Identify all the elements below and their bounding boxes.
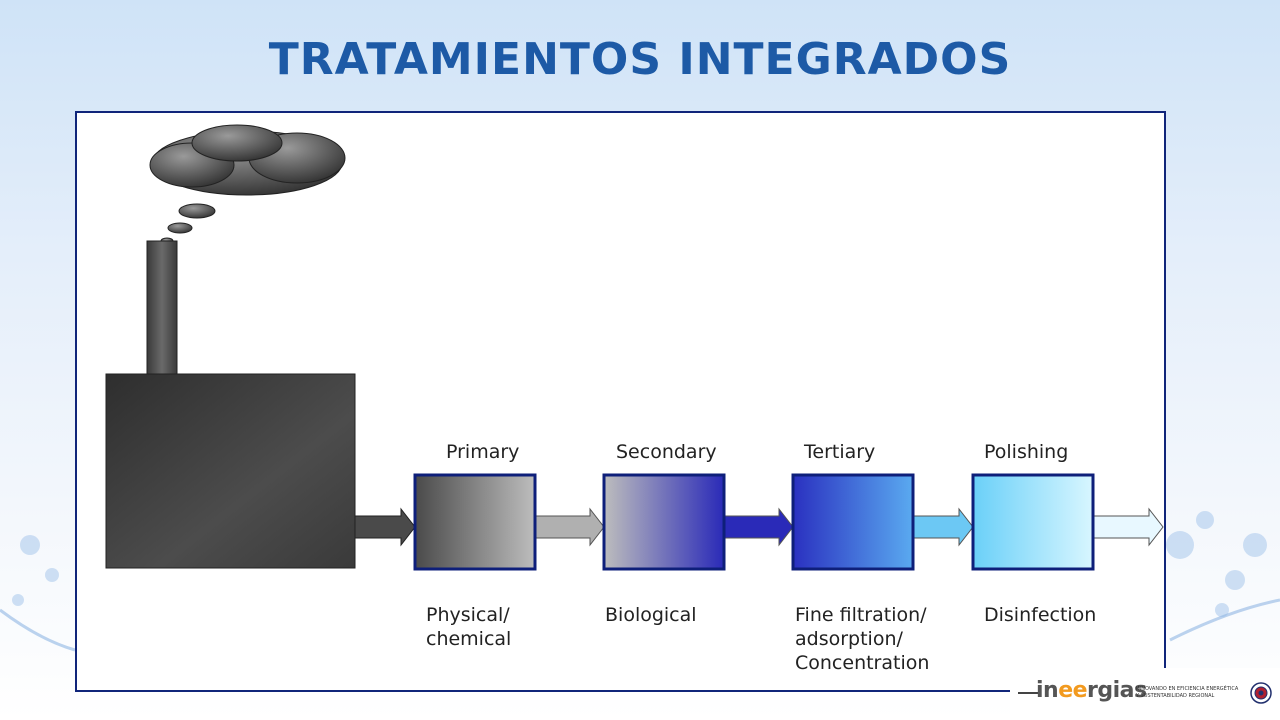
flow-arrow bbox=[723, 507, 794, 547]
flow-arrow bbox=[534, 507, 605, 547]
stage-label-primary: Primary bbox=[446, 441, 520, 463]
stage-desc-polishing: Disinfection bbox=[984, 603, 1096, 627]
stage-box-primary bbox=[413, 473, 537, 571]
stage-label-secondary: Secondary bbox=[616, 441, 717, 463]
flow-arrow bbox=[354, 507, 416, 547]
desc-line: Biological bbox=[605, 604, 697, 626]
smoke-cloud-icon bbox=[149, 124, 346, 245]
desc-line: chemical bbox=[426, 628, 512, 650]
logo-suffix: rgias bbox=[1087, 678, 1147, 703]
desc-line: Disinfection bbox=[984, 604, 1097, 626]
flow-arrow bbox=[1092, 507, 1164, 547]
logo-tagline: INNOVANDO EN EFICIENCIA ENERGÉTICA Y SUS… bbox=[1136, 686, 1246, 700]
university-seal-icon bbox=[1250, 682, 1272, 704]
desc-line: Physical/ bbox=[426, 604, 510, 626]
treatment-diagram bbox=[105, 124, 1164, 571]
factory-icon bbox=[105, 240, 356, 569]
stage-desc-tertiary: Fine filtration/ adsorption/ Concentrati… bbox=[795, 603, 929, 675]
stage-box-polishing bbox=[971, 473, 1095, 571]
tagline-line-2: Y SUSTENTABILIDAD REGIONAL bbox=[1136, 693, 1215, 699]
stage-desc-primary: Physical/ chemical bbox=[426, 603, 511, 651]
flow-arrow bbox=[912, 507, 974, 547]
stage-box-secondary bbox=[602, 473, 726, 571]
footer-divider bbox=[1018, 692, 1040, 694]
desc-line: Fine filtration/ bbox=[795, 604, 927, 626]
stage-box-tertiary bbox=[791, 473, 915, 571]
ineergias-logo: ineergias bbox=[1036, 678, 1147, 703]
stage-label-tertiary: Tertiary bbox=[804, 441, 876, 463]
logo-prefix: in bbox=[1036, 678, 1059, 703]
stage-desc-secondary: Biological bbox=[605, 603, 697, 627]
treatment-flow bbox=[354, 473, 1164, 571]
desc-line: Concentration bbox=[795, 652, 930, 674]
tagline-line-1: INNOVANDO EN EFICIENCIA ENERGÉTICA bbox=[1136, 686, 1239, 692]
logo-mid: ee bbox=[1058, 678, 1088, 703]
treatment-diagram-panel: Primary Secondary Tertiary Polishing Phy… bbox=[75, 111, 1166, 692]
desc-line: adsorption/ bbox=[795, 628, 903, 650]
footer-branding: ineergias INNOVANDO EN EFICIENCIA ENERGÉ… bbox=[1010, 668, 1280, 720]
slide-title: TRATAMIENTOS INTEGRADOS bbox=[268, 34, 1012, 85]
stage-label-polishing: Polishing bbox=[984, 441, 1069, 463]
